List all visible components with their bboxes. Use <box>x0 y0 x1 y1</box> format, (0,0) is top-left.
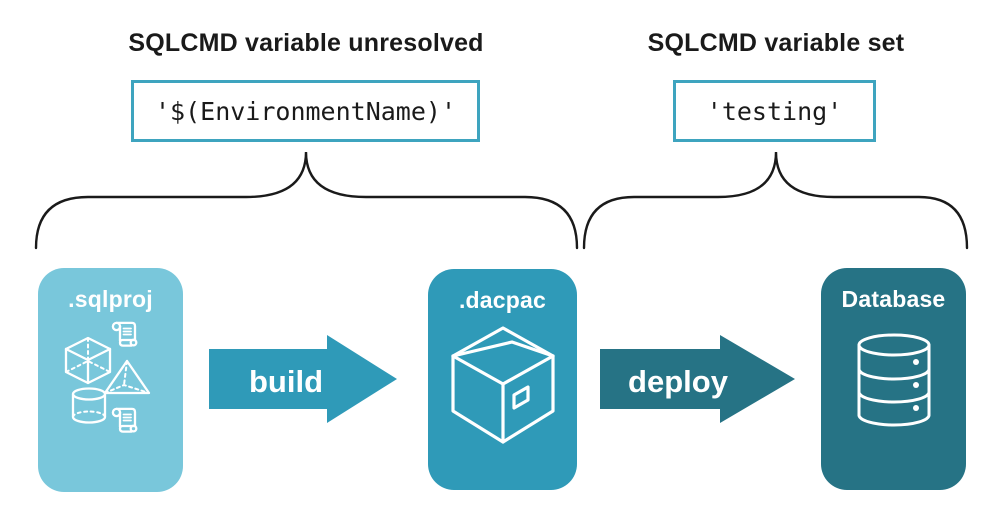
card-database-label: Database <box>841 286 946 312</box>
heading-sqlcmd-set: SQLCMD variable set <box>647 29 905 57</box>
database-icon <box>857 333 931 427</box>
sql-objects-icon <box>64 321 151 433</box>
deploy-arrow-label: deploy <box>628 364 729 399</box>
left-brace <box>34 151 579 250</box>
package-icon <box>451 326 555 444</box>
script-scroll-icon <box>111 321 138 347</box>
card-sqlproj-label: .sqlproj <box>68 286 153 312</box>
build-arrow <box>209 335 397 423</box>
heading-sqlcmd-unresolved: SQLCMD variable unresolved <box>128 29 484 57</box>
card-sqlproj: .sqlproj <box>38 268 183 492</box>
card-dacpac-label: .dacpac <box>458 287 547 313</box>
pyramid-icon <box>103 359 151 395</box>
script-scroll-icon-2 <box>111 407 138 433</box>
build-arrow-label: build <box>249 364 323 399</box>
cube-icon <box>64 336 112 385</box>
code-text-testing-value: 'testing' <box>706 96 843 126</box>
cylinder-icon <box>71 387 107 424</box>
code-box-testing-value: 'testing' <box>673 80 876 142</box>
code-box-environment-variable: '$(EnvironmentName)' <box>131 80 480 142</box>
deploy-arrow <box>600 335 795 423</box>
code-text-environment-variable: '$(EnvironmentName)' <box>154 96 457 126</box>
card-dacpac: .dacpac <box>428 269 577 490</box>
card-database: Database <box>821 268 966 490</box>
right-brace <box>582 151 969 250</box>
